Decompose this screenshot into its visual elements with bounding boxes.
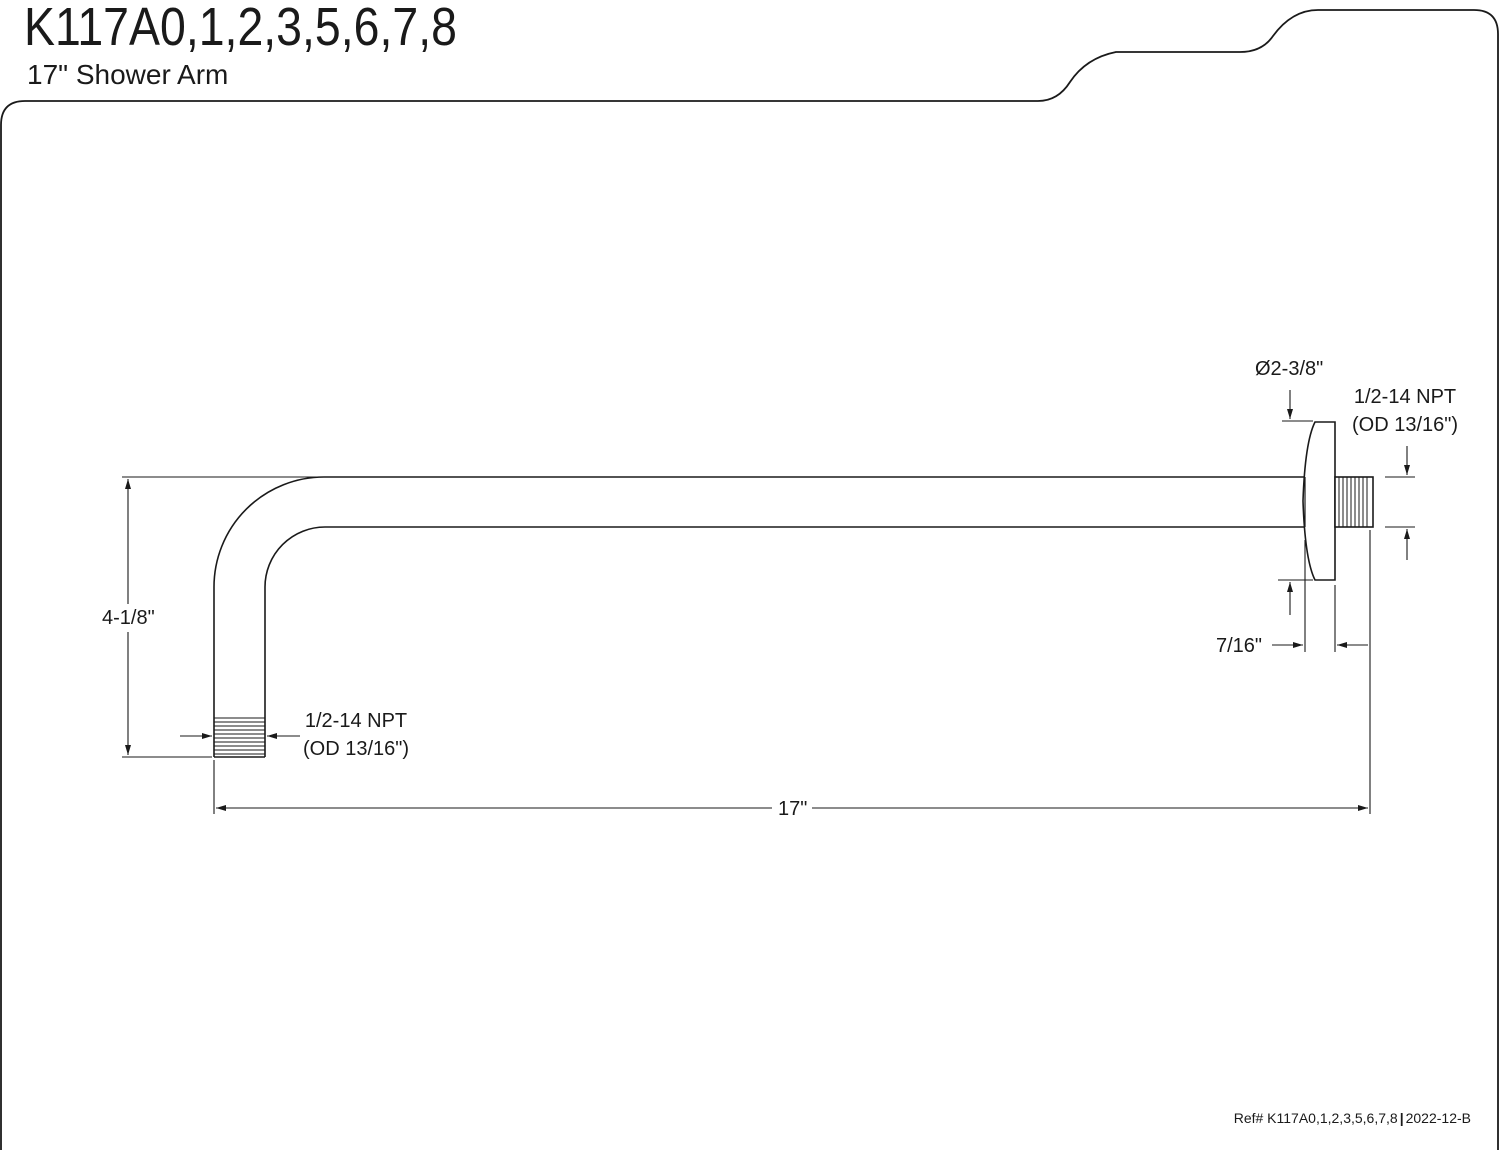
revision-code: 2022-12-B — [1405, 1110, 1471, 1126]
inlet-thread-label-line1: 1/2-14 NPT — [304, 710, 408, 732]
inlet-thread-icon — [214, 717, 265, 755]
outlet-thread-label: 1/2-14 NPT (OD 13/16") — [1352, 383, 1458, 439]
length-label: 17" — [778, 798, 808, 820]
footer-separator: | — [1399, 1110, 1404, 1126]
drawing-frame — [0, 9, 1499, 1150]
model-number-title: K117A0,1,2,3,5,6,7,8 — [24, 0, 457, 57]
height-label: 4-1/8" — [102, 607, 155, 629]
shower-arm-outline — [213, 476, 1305, 758]
flange-icon — [1302, 421, 1336, 581]
reference-number: Ref# K117A0,1,2,3,5,6,7,8 — [1233, 1110, 1398, 1126]
flange-thickness-dimension — [1272, 540, 1368, 652]
inlet-thread-label: 1/2-14 NPT (OD 13/16") — [303, 707, 409, 763]
flange-diameter-dimension — [1278, 390, 1313, 615]
outlet-thread-icon — [1334, 476, 1374, 528]
outlet-thread-dimension — [1385, 446, 1415, 560]
height-dimension — [122, 476, 318, 758]
reference-footer: Ref# K117A0,1,2,3,5,6,7,8|2022-12-B — [1234, 1110, 1471, 1126]
flange-diameter-label: Ø2-3/8" — [1255, 358, 1324, 380]
product-description: 17" Shower Arm — [27, 59, 229, 90]
flange-thickness-label: 7/16" — [1216, 635, 1263, 657]
length-dimension — [213, 530, 1371, 814]
inlet-thread-label-line2: (OD 13/16") — [303, 738, 410, 760]
outlet-thread-label-line2: (OD 13/16") — [1352, 414, 1459, 436]
outlet-thread-label-line1: 1/2-14 NPT — [1353, 386, 1457, 408]
